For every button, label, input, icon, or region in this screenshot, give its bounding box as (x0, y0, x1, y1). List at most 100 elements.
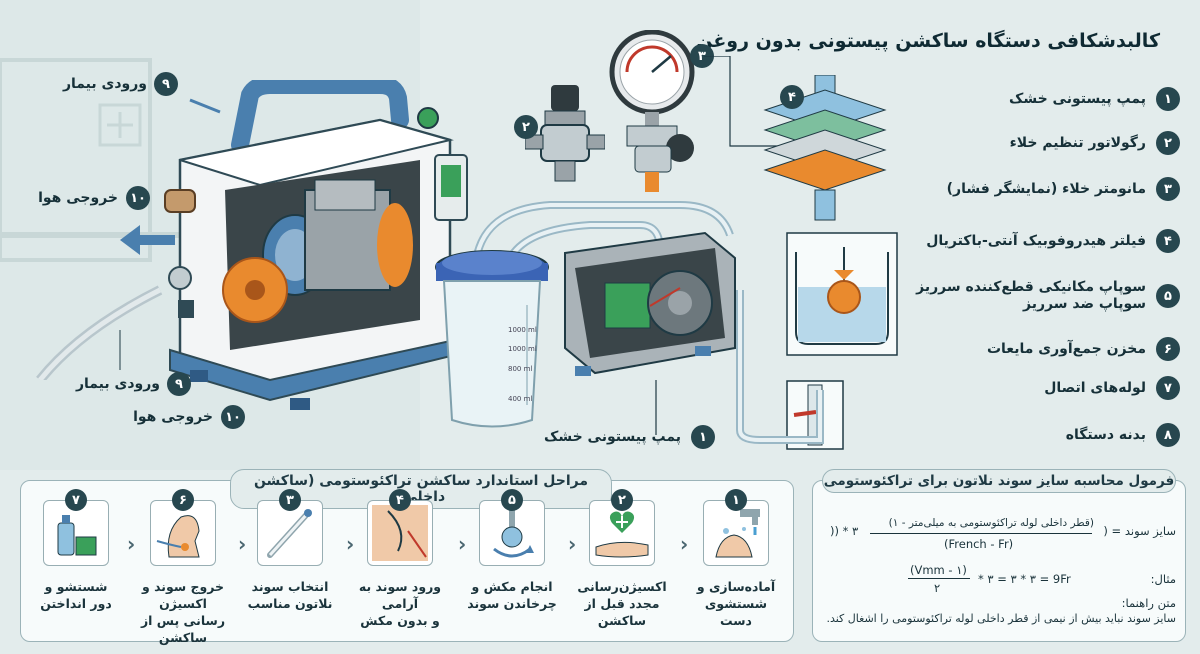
legend-item-2: ۲ رگولاتور تنظیم خلاء (1010, 128, 1180, 158)
callout-badge-air-out-top: ۱۰ (126, 186, 150, 210)
legend-label: مخزن جمع‌آوری مایعات (986, 340, 1146, 357)
jar-mark-2: 1000 ml (508, 345, 537, 353)
chevron-icon: › (458, 532, 467, 556)
callout-pump: پمپ پیستونی خشک (543, 429, 681, 445)
legend-item-5: ۵ سوپاپ مکانیکی قطع‌کننده سرریز سوپاپ ضد… (916, 276, 1180, 316)
formula-example-result: * ۳ = ۳ * ۳ = 9Fr (978, 572, 1071, 586)
formula-denominator: (French - Fr) (944, 537, 1014, 551)
formula-example-label: مثال: (1150, 572, 1176, 586)
vacuum-gauge-illustration (609, 30, 695, 192)
step-label-line2: شستشوی دست (704, 596, 768, 628)
legend-label-line1: سوپاپ مکانیکی قطع‌کننده سرریز (916, 279, 1146, 295)
step-badge: ۴ (389, 489, 411, 511)
collection-jar-illustration (435, 250, 549, 428)
legend-item-8: ۸ بدنه دستگاه (1066, 420, 1180, 450)
callout-patient-in-bottom: ورودی بیمار (75, 376, 160, 392)
legend-label: بدنه دستگاه (1065, 426, 1146, 443)
formula-multiplier: )) * ۳ (830, 524, 859, 538)
formula-example-numerator: (Vmm - ۱) (910, 563, 967, 577)
step-badge: ۱ (725, 489, 747, 511)
legend-badge: ۶ (1156, 337, 1180, 361)
legend-badge: ۵ (1156, 284, 1180, 308)
step-label-line2: رسانی پس از ساکشن (140, 613, 226, 645)
callout-air-out-bottom: خروجی هوا (133, 409, 213, 425)
chevron-icon: › (346, 532, 355, 556)
chevron-icon: › (680, 532, 689, 556)
legend-badge: ۲ (1156, 131, 1180, 155)
machine-flow-arrows (36, 98, 221, 380)
callout-patient-in-top: ورودی بیمار (62, 76, 147, 92)
step-badge: ۷ (65, 489, 87, 511)
legend-label: لوله‌های اتصال (1044, 379, 1146, 396)
gauge-leader-line (704, 56, 818, 147)
regulator-illustration (525, 85, 605, 182)
step-label-line2: مجدد قبل از ساکشن (584, 596, 660, 628)
head-icon (156, 515, 200, 558)
legend-label: رگولاتور تنظیم خلاء (1009, 134, 1146, 151)
step-card: ۶ (150, 489, 216, 566)
step-label-line1: انجام مکش و (471, 579, 553, 594)
legend-label: سوپاپ مکانیکی قطع‌کننده سرریز سوپاپ ضد س… (916, 279, 1146, 313)
callout-badge-patient-in-top: ۹ (154, 72, 178, 96)
formula-example-denominator: ۲ (934, 581, 941, 595)
formula-guide-text: سایز سوند نباید بیش از نیمی از قطر داخلی… (826, 612, 1176, 625)
callout-badge-filter: ۴ (780, 85, 804, 109)
jar-mark-1: 1000 ml (508, 326, 537, 334)
oxygen-icon (595, 511, 649, 558)
step-label-line1: انتخاب سوند (251, 579, 329, 594)
legend-badge: ۸ (1156, 423, 1180, 447)
legend-label-line2: سوپاپ ضد سرریز (1023, 296, 1146, 312)
formula-guide-label: متن راهنما: (1121, 596, 1176, 610)
handwash-icon (715, 509, 760, 558)
formula-numerator: (قطر داخلی لوله تراکئوستومی به میلی‌متر … (888, 517, 1094, 529)
legend-item-6: ۶ مخزن جمع‌آوری مایعات (987, 334, 1180, 364)
float-valve-inset (786, 232, 898, 356)
insert-icon (372, 505, 428, 561)
legend-badge: ۷ (1156, 376, 1180, 400)
step-card: ۲ (589, 489, 655, 566)
formula-size-label: سایز سوند = ( (1103, 524, 1176, 538)
suction-machine-illustration (164, 80, 468, 410)
piston-pump-illustration (564, 231, 736, 376)
page-title: کالبدشکافی دستگاه ساکشن پیستونی بدون روغ… (696, 30, 1160, 52)
step-card: ۵ (479, 489, 545, 566)
bottle-icon (57, 515, 97, 556)
step-label: انتخاب سوند نلاتون مناسب (244, 578, 336, 612)
callout-badge-regulator: ۲ (514, 115, 538, 139)
chevron-icon: › (568, 532, 577, 556)
callout-badge-air-out-bottom: ۱۰ (221, 405, 245, 429)
step-card: ۴ (367, 489, 433, 566)
step-card: ۳ (257, 489, 323, 566)
catheter-icon (267, 509, 312, 558)
legend-label: پمپ پیستونی خشک (1008, 90, 1146, 107)
step-label-line1: ورود سوند به آرامی (358, 579, 442, 611)
step-label-line2: نلاتون مناسب (247, 596, 333, 611)
jar-mark-3: 800 ml (508, 365, 533, 373)
legend-item-4: ۴ فیلتر هیدروفوبیک آنتی-باکتریال (926, 226, 1180, 256)
legend-item-7: ۷ لوله‌های اتصال (1044, 373, 1180, 403)
legend-badge: ۴ (1156, 229, 1180, 253)
legend-badge: ۱ (1156, 87, 1180, 111)
step-badge: ۲ (611, 489, 633, 511)
callout-badge-patient-in-bottom: ۹ (167, 372, 191, 396)
step-label: ورود سوند به آرامی و بدون مکش (354, 578, 446, 629)
step-badge: ۳ (279, 489, 301, 511)
legend-item-1: ۱ پمپ پیستونی خشک (1009, 84, 1180, 114)
callout-badge-pump: ۱ (691, 425, 715, 449)
step-label-line1: خروج سوند و اکسیژن (141, 579, 225, 611)
step-label-line1: شستشو و (44, 579, 108, 594)
step-4: ۴ ورود سوند به آرامی و بدون مکش (354, 489, 446, 629)
legend-badge: ۳ (1156, 177, 1180, 201)
step-3: ۳ انتخاب سوند نلاتون مناسب (244, 489, 336, 612)
step-card: ۱ (703, 489, 769, 566)
step-badge: ۶ (172, 489, 194, 511)
legend-label: مانومتر خلاء (نمایشگر فشار) (946, 180, 1146, 197)
step-label-line2: و بدون مکش (360, 613, 440, 628)
